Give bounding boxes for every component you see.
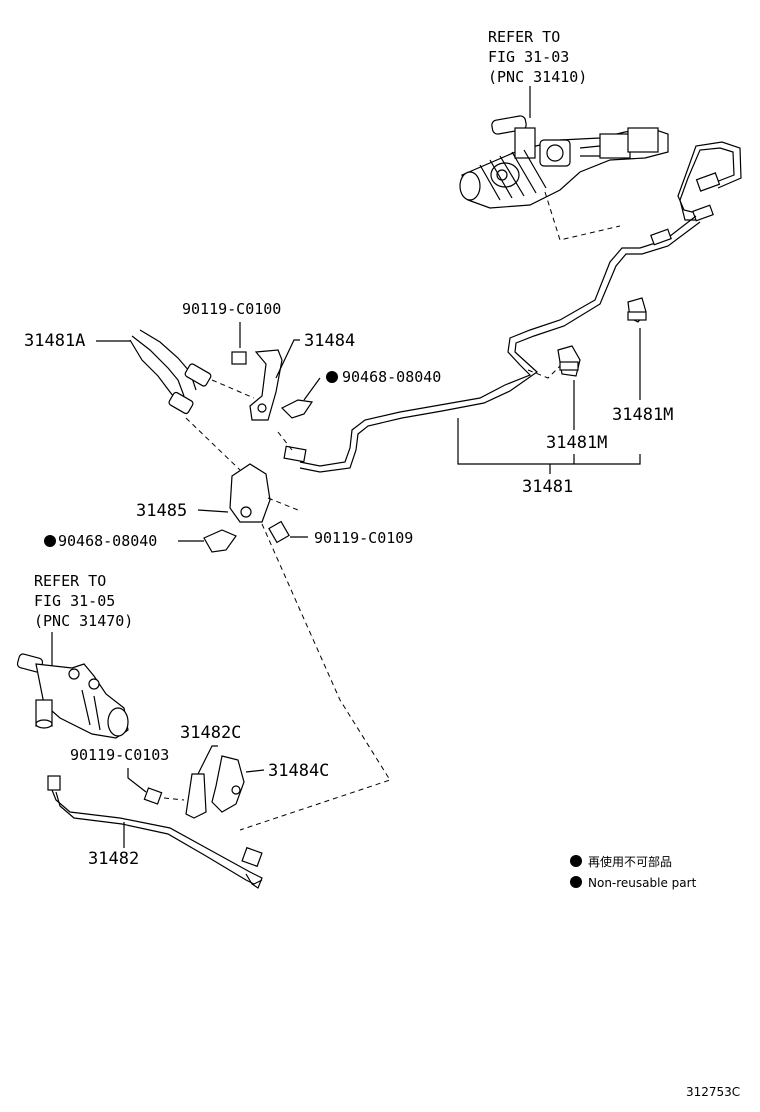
label-31484: 31484 xyxy=(304,331,355,351)
bracket-31485 xyxy=(197,463,271,523)
connection-dash-long xyxy=(239,523,391,831)
reference-top-line3: (PNC 31410) xyxy=(488,68,587,86)
label-90119-C0100: 90119-C0100 xyxy=(182,300,281,318)
connection-dash-master xyxy=(544,191,621,241)
non-reusable-mark-a xyxy=(326,371,338,383)
bracket-31482C xyxy=(185,745,218,819)
reference-top-line2: FIG 31-03 xyxy=(488,48,569,66)
bracket-31484C xyxy=(211,755,265,813)
legend-dot-2 xyxy=(570,876,582,888)
clutch-pipe-31481 xyxy=(283,141,742,473)
legend-text-2: Non-reusable part xyxy=(588,876,697,890)
label-31484C: 31484C xyxy=(268,761,329,781)
reference-top: REFER TO FIG 31-03 (PNC 31410) xyxy=(488,28,587,118)
label-90119-C0109: 90119-C0109 xyxy=(314,529,413,547)
legend-dot-1 xyxy=(570,855,582,867)
label-31482: 31482 xyxy=(88,849,139,869)
reference-top-line1: REFER TO xyxy=(488,28,560,46)
legend: 再使用不可部品 Non-reusable part xyxy=(570,854,697,890)
legend-text-1: 再使用不可部品 xyxy=(588,854,672,869)
label-90119-C0103: 90119-C0103 xyxy=(70,746,169,764)
connection-dash-31485-bolt xyxy=(267,497,299,511)
label-31481: 31481 xyxy=(522,477,573,497)
label-31482C: 31482C xyxy=(180,723,241,743)
connection-dash-clip xyxy=(527,365,561,379)
label-31485: 31485 xyxy=(136,501,187,521)
non-reusable-mark-b xyxy=(44,535,56,547)
label-31481M-mid: 31481M xyxy=(546,433,607,453)
bracket-31484 xyxy=(249,339,300,421)
reference-left-line1: REFER TO xyxy=(34,572,106,590)
label-31481M-right: 31481M xyxy=(612,405,673,425)
hose-31481A xyxy=(129,329,212,415)
clip-31481M-right xyxy=(627,297,647,400)
label-90468-08040-b: 90468-08040 xyxy=(58,532,157,550)
pipe-31482 xyxy=(47,775,263,889)
leader-bracket-31481 xyxy=(457,418,641,465)
reference-left-line3: (PNC 31470) xyxy=(34,612,133,630)
connection-dash-bracket xyxy=(277,431,293,451)
connection-dash-hose-down xyxy=(185,417,241,471)
master-cylinder-illustration xyxy=(459,115,669,209)
reference-left: REFER TO FIG 31-05 (PNC 31470) xyxy=(34,572,133,672)
connection-dash-hose-bolt xyxy=(211,379,255,399)
bolt-90119-C0100 xyxy=(231,322,247,365)
clip-90468-08040-b xyxy=(44,529,237,553)
bolt-90119-C0103 xyxy=(127,768,163,805)
figure-code: 312753C xyxy=(686,1085,740,1099)
release-cylinder-illustration xyxy=(16,653,129,739)
reference-left-line2: FIG 31-05 xyxy=(34,592,115,610)
label-90468-08040-a: 90468-08040 xyxy=(342,368,441,386)
connection-dash-c0103 xyxy=(163,797,185,801)
clip-90468-08040-a xyxy=(280,371,338,419)
clip-31481M-mid xyxy=(557,345,581,430)
label-31481A: 31481A xyxy=(24,331,85,351)
bolt-90119-C0109 xyxy=(268,520,308,544)
